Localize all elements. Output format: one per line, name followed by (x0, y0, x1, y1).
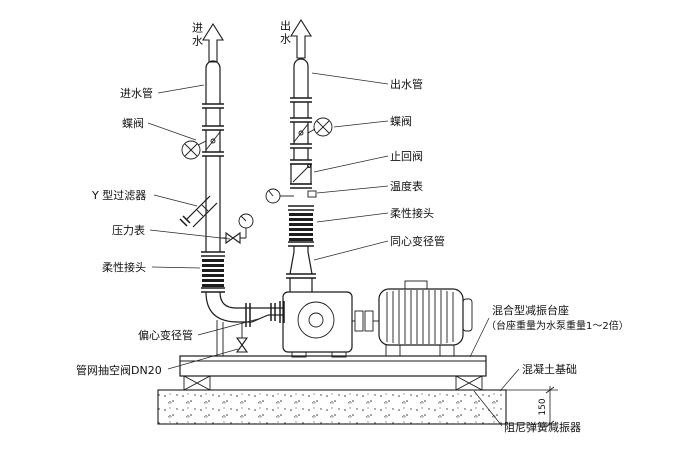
vacuum-valve (235, 322, 249, 353)
arrow-up-icon (202, 22, 224, 63)
pump-foot (291, 351, 307, 358)
butterfly-valve-right (290, 117, 333, 149)
label-vibration-base-line2: （台座重量为水泵重量1～2倍） (486, 319, 629, 332)
label-pressure-gauge: 压力表 (112, 223, 145, 237)
leader-vacuum-valve (167, 348, 239, 370)
eccentric-reducer (251, 314, 269, 323)
inlet-flow-marker: 进水 (191, 22, 224, 63)
gauge-dial-icon (265, 188, 281, 204)
leader-butterfly-valve-left (147, 122, 197, 141)
label-temperature-gauge: 温度表 (390, 179, 423, 193)
terminal-box (404, 280, 428, 290)
discharge-line (265, 58, 333, 292)
label-y-strainer: Y 型过滤器 (91, 188, 146, 202)
suction-line (179, 60, 285, 356)
label-vibration-base-line1: 混合型减振台座 (492, 303, 569, 317)
leader-butterfly-valve-right (333, 120, 389, 128)
butterfly-valve-left (181, 125, 224, 160)
handwheel-icon (181, 140, 201, 160)
thermo-well (307, 190, 317, 198)
motor-foot (385, 344, 401, 357)
label-spring-damper: 阻尼弹簧减振器 (504, 420, 581, 434)
label-concentric-reducer: 同心变径管 (390, 234, 445, 248)
label-concrete-foundation: 混凝土基础 (522, 362, 577, 376)
pump-foot (331, 351, 347, 358)
leader-check-valve (313, 155, 389, 173)
leader-vibration-base (469, 317, 490, 358)
annotations-left: 进水管 蝶阀 Y 型过滤器 压力表 柔性接头 偏心变径管 管网抽空阀DN20 (76, 84, 259, 377)
motor-endcap (462, 298, 473, 332)
dimension-150: 150 (506, 386, 558, 428)
leader-flexible-joint-right (316, 212, 389, 223)
leader-eccentric-reducer (197, 318, 259, 336)
label-outlet-pipe: 出水管 (390, 77, 423, 91)
flexible-joint-left (201, 251, 225, 293)
label-butterfly-valve-left: 蝶阀 (122, 116, 144, 130)
motor-foot (439, 344, 455, 357)
leader-concrete-foundation (499, 368, 520, 392)
outlet-flow-marker: 出水 (279, 18, 312, 59)
leader-outlet-pipe (311, 72, 389, 85)
label-flexible-joint-right: 柔性接头 (390, 206, 434, 220)
leader-flexible-joint-left (151, 266, 201, 269)
label-butterfly-valve-right: 蝶阀 (390, 114, 412, 128)
spring-isolator-left (183, 375, 211, 391)
inlet-flow-label: 进水 (191, 22, 204, 48)
label-flexible-joint-left: 柔性接头 (102, 260, 146, 274)
dimension-text: 150 (538, 398, 548, 415)
handwheel-icon (313, 117, 333, 137)
arrow-up-icon (290, 18, 312, 59)
outlet-flow-label: 出水 (279, 19, 292, 46)
temperature-gauge (265, 188, 317, 204)
leader-inlet-pipe (157, 84, 205, 94)
pipe-cap (205, 60, 221, 69)
annotations-right: 出水管 蝶阀 止回阀 温度表 柔性接头 同心变径管 混合型减振台座 （台座重量为… (311, 72, 629, 434)
motor (378, 280, 473, 357)
leader-pressure-gauge (149, 229, 231, 240)
vibration-base (179, 355, 487, 377)
leader-y-strainer (153, 194, 198, 207)
label-vacuum-valve: 管网抽空阀DN20 (76, 363, 162, 377)
leader-spring-damper (473, 390, 503, 427)
label-eccentric-reducer: 偏心变径管 (138, 328, 193, 342)
coupling (352, 310, 379, 332)
concentric-reducer (286, 251, 316, 279)
pump (282, 291, 353, 358)
label-check-valve: 止回阀 (390, 149, 423, 163)
label-inlet-pipe: 进水管 (120, 86, 153, 100)
pipe-cap (293, 58, 309, 67)
concrete-foundation (157, 389, 507, 425)
elbow (219, 291, 237, 309)
leader-temperature-gauge (316, 185, 389, 194)
spring-isolator-right (455, 375, 483, 391)
gauge-dial-icon (238, 213, 254, 229)
y-strainer (179, 195, 218, 228)
volute (297, 301, 335, 339)
gauge-cock-icon (232, 231, 241, 245)
flexible-joint-right (288, 205, 314, 247)
check-valve (290, 159, 312, 189)
gauge-cock-icon (225, 231, 234, 245)
leader-concentric-reducer (313, 240, 389, 261)
elbow (205, 291, 239, 323)
